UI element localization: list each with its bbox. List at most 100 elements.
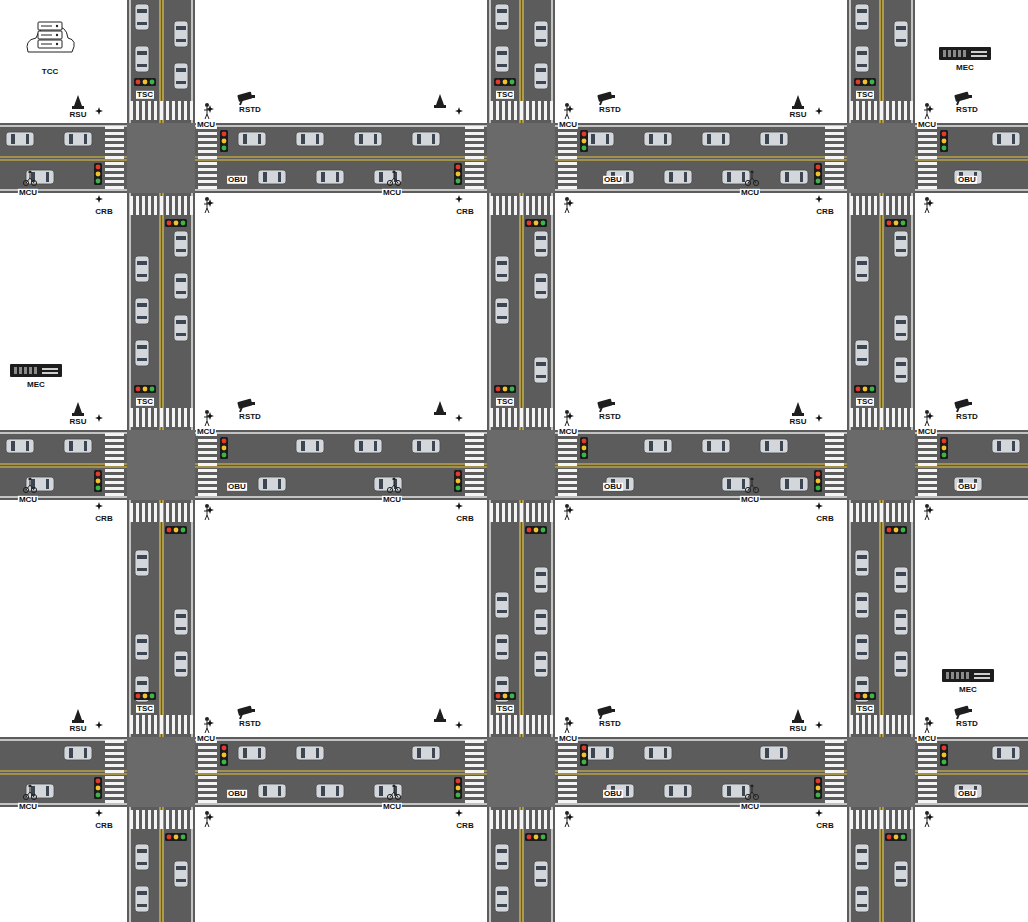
crosswalk-stripe bbox=[136, 715, 139, 734]
crosswalk-stripe bbox=[154, 503, 157, 522]
crosswalk-stripe bbox=[886, 715, 889, 734]
car bbox=[135, 550, 149, 576]
crosswalk-stripe bbox=[105, 800, 124, 803]
crosswalk-stripe bbox=[514, 101, 517, 120]
crosswalk-stripe bbox=[148, 810, 151, 829]
crosswalk-stripe bbox=[825, 186, 844, 189]
car-window bbox=[69, 441, 73, 451]
car-window bbox=[359, 441, 363, 451]
crosswalk-stripe bbox=[538, 810, 541, 829]
device-label: MCU bbox=[740, 803, 760, 811]
car-window bbox=[176, 614, 186, 618]
crosswalk-stripe bbox=[160, 810, 163, 829]
server-unit bbox=[38, 31, 62, 39]
crosswalk-stripe bbox=[198, 457, 217, 460]
crosswalk-stripe bbox=[508, 715, 511, 734]
car bbox=[135, 4, 149, 30]
mec-slot bbox=[14, 367, 17, 374]
car bbox=[894, 609, 908, 635]
light-lamp bbox=[456, 779, 461, 784]
car bbox=[855, 550, 869, 576]
rsu-icon bbox=[74, 95, 82, 106]
light-lamp bbox=[150, 387, 155, 392]
crosswalk-stripe bbox=[105, 126, 124, 129]
device-label: RSU bbox=[789, 111, 808, 119]
light-lamp bbox=[527, 835, 532, 840]
mec-panel bbox=[42, 368, 58, 370]
crosswalk-stripe bbox=[558, 439, 577, 442]
car bbox=[354, 439, 382, 453]
car-window bbox=[536, 585, 546, 588]
car bbox=[238, 746, 266, 760]
light-lamp bbox=[582, 453, 587, 458]
crosswalk-stripe bbox=[918, 794, 937, 797]
car-window bbox=[1012, 441, 1015, 451]
car-window bbox=[379, 786, 383, 796]
crosswalk-stripe bbox=[105, 481, 124, 484]
car bbox=[296, 746, 324, 760]
light-lamp bbox=[503, 694, 508, 699]
sparkle-mark bbox=[566, 105, 574, 113]
device-label: RSTD bbox=[955, 720, 979, 728]
crosswalk-stripe bbox=[178, 196, 181, 215]
crosswalk-stripe bbox=[465, 740, 484, 743]
crosswalk-stripe bbox=[190, 503, 193, 522]
car-window bbox=[591, 134, 595, 144]
device-label: TSC bbox=[496, 91, 514, 99]
crosswalk-stripe bbox=[904, 408, 907, 427]
car-window bbox=[765, 134, 769, 144]
crosswalk-stripe bbox=[898, 715, 901, 734]
car-window bbox=[278, 172, 281, 182]
car-window bbox=[243, 134, 247, 144]
crosswalk-stripe bbox=[550, 408, 553, 427]
device-label: MCU bbox=[18, 496, 38, 504]
crosswalk-stripe bbox=[166, 101, 169, 120]
crosswalk-stripe bbox=[558, 174, 577, 177]
crosswalk-stripe bbox=[142, 101, 145, 120]
crosswalk-stripe bbox=[886, 196, 889, 215]
server-slot bbox=[41, 35, 52, 36]
intersection bbox=[847, 430, 915, 500]
crosswalk-stripe bbox=[105, 788, 124, 791]
car-window bbox=[137, 568, 147, 571]
car-window bbox=[497, 316, 507, 319]
pedestrian-head bbox=[925, 504, 929, 508]
camera-icon bbox=[237, 706, 252, 716]
car-window bbox=[536, 81, 546, 84]
sparkle-mark bbox=[926, 813, 934, 821]
camera-lens bbox=[611, 709, 615, 712]
traffic-light bbox=[134, 78, 156, 86]
car-window bbox=[258, 134, 261, 144]
car bbox=[174, 63, 188, 89]
traffic-light bbox=[165, 526, 187, 534]
car bbox=[760, 746, 788, 760]
car-window bbox=[432, 134, 435, 144]
sparkle-mark bbox=[926, 506, 934, 514]
car bbox=[174, 651, 188, 677]
crosswalk-stripe bbox=[508, 810, 511, 829]
crosswalk-stripe bbox=[160, 101, 163, 120]
camera-lens bbox=[968, 402, 972, 405]
crosswalk-stripe bbox=[886, 503, 889, 522]
camera-lens bbox=[611, 95, 615, 98]
crosswalk-stripe bbox=[198, 758, 217, 761]
crosswalk-stripe bbox=[198, 144, 217, 147]
rsu-icon bbox=[794, 402, 802, 413]
crosswalk-stripe bbox=[918, 782, 937, 785]
car-window bbox=[857, 274, 867, 277]
crosswalk-stripe bbox=[558, 776, 577, 779]
mec-server bbox=[942, 669, 994, 682]
car-window bbox=[46, 172, 49, 182]
light-lamp bbox=[541, 528, 546, 533]
car-window bbox=[1012, 748, 1015, 758]
device-label: OBU bbox=[227, 176, 247, 184]
crosswalk-stripe bbox=[825, 457, 844, 460]
car-window bbox=[606, 748, 609, 758]
car-window bbox=[137, 345, 147, 349]
car-window bbox=[497, 610, 507, 613]
crosswalk-stripe bbox=[825, 481, 844, 484]
car-window bbox=[536, 278, 546, 282]
car bbox=[174, 21, 188, 47]
cyclist-icon bbox=[748, 481, 756, 490]
car-window bbox=[857, 862, 867, 865]
